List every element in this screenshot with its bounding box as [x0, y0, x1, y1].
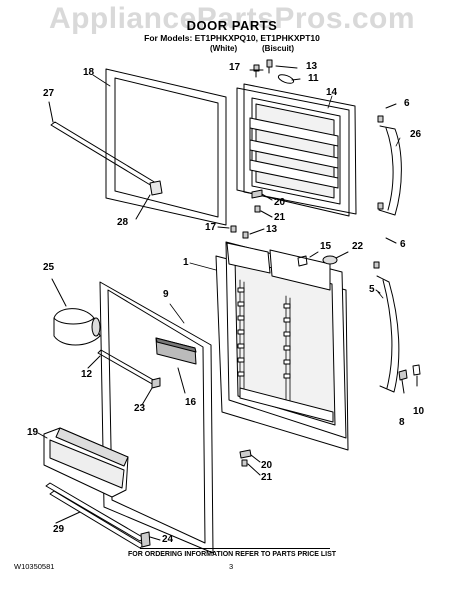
page-number: 3 [229, 562, 234, 571]
document-number: W10350581 [14, 562, 55, 571]
callout-1: 1 [183, 257, 189, 268]
variant-white: (White) [210, 44, 238, 53]
callout-8: 8 [399, 417, 405, 428]
freezer-handle [377, 103, 402, 244]
callout-23: 23 [134, 403, 146, 414]
door-stop-parts [398, 364, 421, 394]
callout-27: 27 [43, 88, 55, 99]
callout-19: 19 [27, 427, 39, 438]
freezer-breaker-strip [48, 101, 163, 220]
callout-21-bottom: 21 [261, 472, 273, 483]
freezer-gasket [105, 68, 227, 226]
callout-29: 29 [53, 524, 65, 535]
models-line: For Models: ET1PHKXPQ10, ET1PHKXPT10 [144, 33, 320, 43]
callout-6-lower: 6 [400, 239, 406, 250]
callout-5: 5 [369, 284, 375, 295]
callout-20-bottom: 20 [261, 460, 273, 471]
callout-12: 12 [81, 369, 93, 380]
callout-25: 25 [43, 262, 55, 273]
callout-26: 26 [410, 129, 422, 140]
callout-17: 17 [229, 62, 241, 73]
fridge-hinge-hardware [217, 225, 349, 267]
callout-14: 14 [326, 87, 338, 98]
freezer-hinge-hardware [249, 59, 301, 84]
callout-22: 22 [352, 241, 364, 252]
footer-rule [140, 548, 330, 549]
ordering-note: FOR ORDERING INFORMATION REFER TO PARTS … [127, 551, 337, 558]
refrigerator-handle [373, 261, 400, 393]
callout-18: 18 [83, 67, 95, 78]
refrigerator-door [215, 241, 349, 451]
callout-20-top: 20 [274, 197, 286, 208]
page-title: DOOR PARTS [186, 18, 278, 33]
freezer-door-liner [236, 83, 357, 217]
callout-15: 15 [320, 241, 332, 252]
door-shelf-bin [37, 427, 129, 498]
callout-13: 13 [306, 61, 318, 72]
callout-28: 28 [117, 217, 129, 228]
callout-21-top: 21 [274, 212, 286, 223]
shelf-bar [87, 349, 161, 406]
watermark: AppliancePartsPros.com [48, 2, 416, 35]
dairy-door [155, 337, 197, 394]
leader-lines [92, 74, 401, 324]
callout-11: 11 [308, 73, 319, 84]
refrigerator-gasket [99, 281, 214, 554]
callout-16: 16 [185, 397, 197, 408]
callout-17-lower: 17 [205, 222, 217, 233]
callout-10: 10 [413, 406, 425, 417]
dairy-bin [51, 278, 101, 346]
bottom-door-stop [239, 449, 261, 476]
callout-6-top: 6 [404, 98, 410, 109]
callout-13-lower: 13 [266, 224, 278, 235]
callout-9: 9 [163, 289, 169, 300]
variant-biscuit: (Biscuit) [262, 44, 294, 53]
callout-24: 24 [162, 534, 174, 545]
bottom-trim [45, 482, 161, 549]
freezer-door-stop [251, 189, 273, 218]
